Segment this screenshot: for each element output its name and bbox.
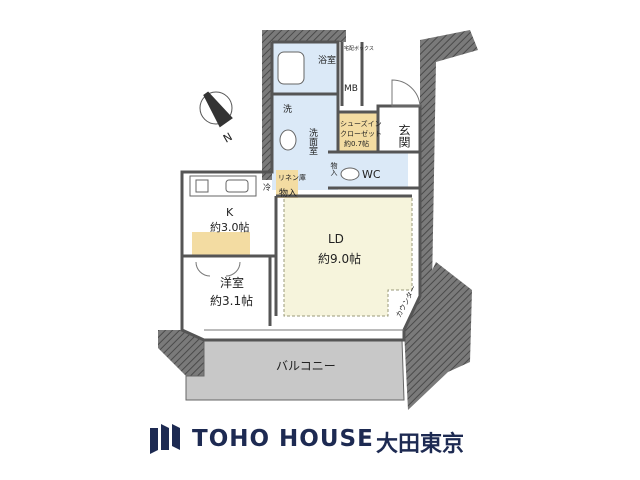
- bedroom-label: 洋室: [220, 275, 244, 290]
- washbasin: [279, 129, 297, 151]
- kitchen-counter: [189, 175, 257, 197]
- kitchen-size-label: 約3.0帖: [210, 220, 250, 234]
- washbasin-mark-label: 洗: [283, 103, 292, 115]
- storage-fill: [276, 170, 298, 198]
- bathtub: [277, 51, 305, 85]
- balcony-label: バルコニー: [276, 359, 336, 373]
- entrance-label: 玄関: [397, 123, 411, 148]
- brand-logo-icon: [150, 424, 180, 454]
- bedroom-size-label: 約3.1帖: [210, 293, 253, 308]
- shoes-closet-label-3: 約0.7帖: [344, 139, 369, 148]
- bath-label: 浴室: [318, 54, 336, 66]
- storage-label: 物入: [279, 187, 297, 199]
- north-arrow: [199, 91, 233, 128]
- wc-label: WC: [362, 168, 381, 181]
- shoes-closet-fill: [338, 112, 378, 152]
- living-size-label: 約9.0帖: [318, 251, 361, 266]
- exterior-wall-right-upper: [420, 30, 478, 296]
- linen-label: リネン庫: [278, 173, 306, 182]
- brand-area: 大田東京: [376, 432, 465, 457]
- bedroom-door: [195, 261, 241, 277]
- kitchen-label: K: [226, 206, 234, 219]
- shoes-closet-label-2: クローゼット: [340, 129, 382, 138]
- outer-wall: [180, 40, 422, 342]
- delivery-box-label: 宅配ボックス: [344, 45, 374, 52]
- living-label: LD: [328, 232, 344, 246]
- north-label: N: [221, 130, 235, 145]
- brand-name: TOHO HOUSE: [192, 426, 374, 452]
- entrance-door: [391, 79, 421, 107]
- wc-area: [328, 152, 408, 188]
- washroom-label: 洗面室: [307, 127, 318, 155]
- toilet: [340, 167, 360, 181]
- exterior-wall-left-upper: [262, 30, 272, 180]
- exterior-wall-right-lower: [404, 262, 472, 410]
- sink: [225, 179, 249, 193]
- stove: [195, 179, 209, 193]
- mb-label: MB: [344, 84, 358, 94]
- storage-short-label: 物入: [330, 161, 338, 176]
- fridge-label: 冷: [263, 182, 271, 192]
- kitchen-closet-fill: [192, 232, 250, 256]
- exterior-wall-left-lower: [158, 330, 204, 376]
- exterior-wall-top: [262, 30, 346, 42]
- shoes-closet-label-1: シューズイン: [340, 119, 382, 128]
